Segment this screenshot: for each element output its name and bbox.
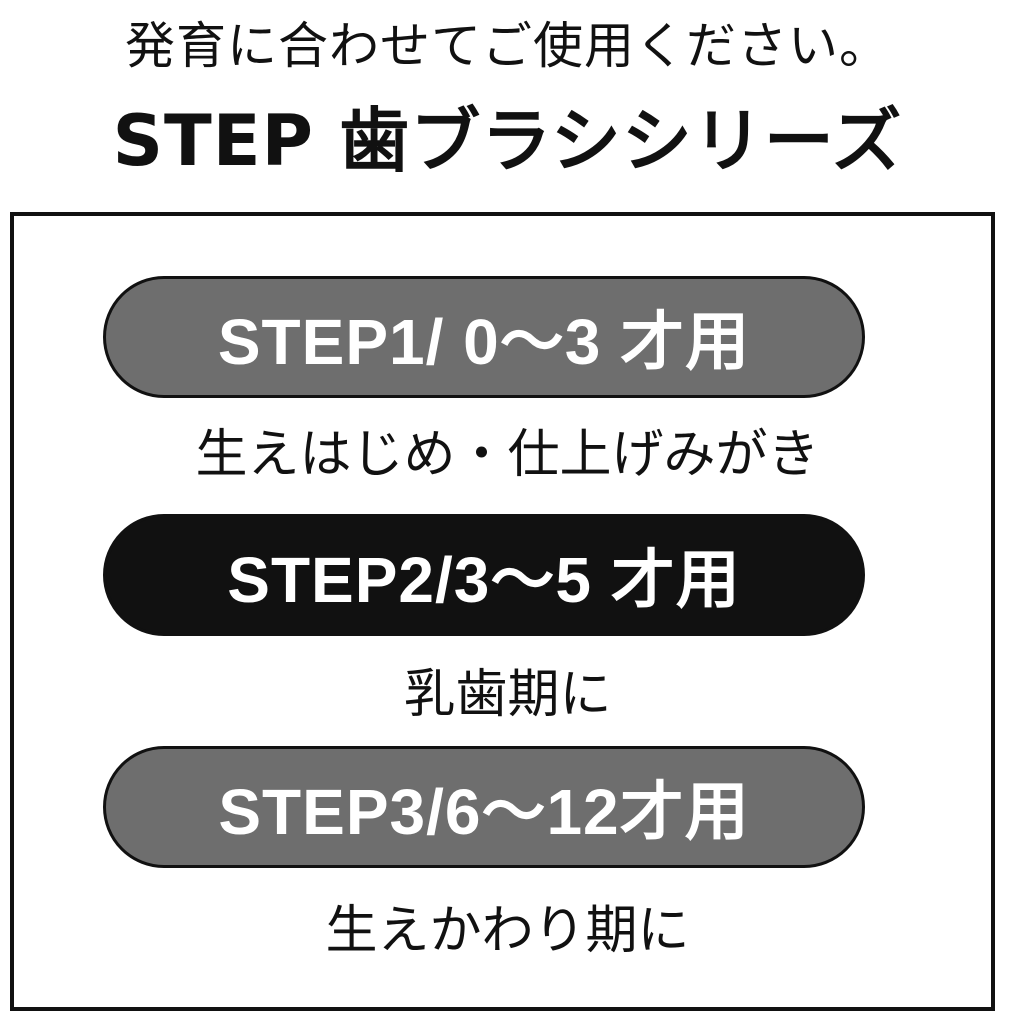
- step1-description: 生えはじめ・仕上げみがき: [195, 425, 820, 485]
- step2-pill: STEP2/3～5 才用: [103, 514, 865, 636]
- step1-pill: STEP1/ 0～3 才用: [103, 276, 865, 398]
- steps-frame: [10, 212, 995, 1011]
- step2-label: STEP2/3～5 才用: [227, 544, 741, 616]
- step3-description: 生えかわり期に: [325, 901, 690, 961]
- step1-label: STEP1/ 0～3 才用: [217, 306, 751, 378]
- step3-label: STEP3/6～12才用: [218, 776, 750, 848]
- step3-pill: STEP3/6～12才用: [103, 746, 865, 868]
- header-usage-note: 発育に合わせてご使用ください。: [125, 17, 890, 75]
- series-title: STEP 歯ブラシシリーズ: [112, 100, 903, 182]
- step2-description: 乳歯期に: [403, 665, 612, 725]
